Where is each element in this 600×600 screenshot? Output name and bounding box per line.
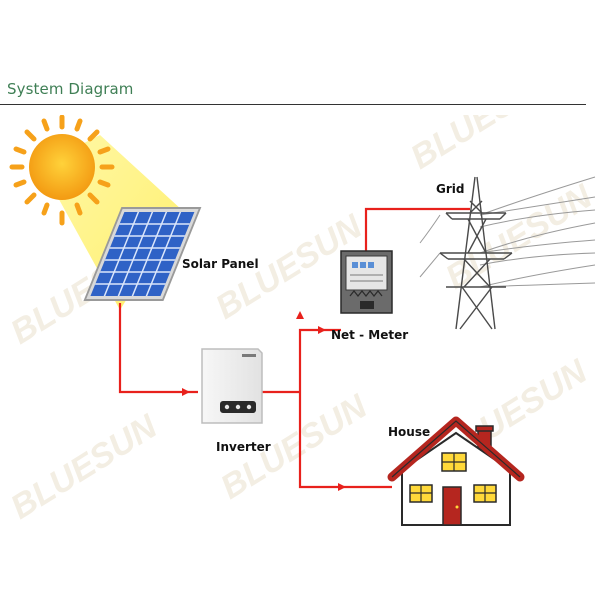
wire-meter-to-grid bbox=[364, 207, 470, 251]
house-icon bbox=[387, 416, 525, 526]
net-meter-icon bbox=[340, 250, 393, 314]
diagram-canvas: BLUESUN BLUESUN BLUESUN BLUESUN BLUESUN … bbox=[4, 115, 600, 527]
sun-icon bbox=[9, 115, 115, 226]
solar-panel-icon bbox=[83, 207, 202, 301]
net-meter-label: Net - Meter bbox=[331, 328, 408, 342]
wiring bbox=[118, 207, 470, 489]
section-header: System Diagram bbox=[0, 78, 586, 105]
page-title: System Diagram bbox=[7, 80, 134, 98]
wire-junction-to-meter bbox=[298, 328, 341, 392]
power-tower-icon bbox=[419, 176, 596, 330]
wire-panel-to-inverter bbox=[118, 303, 198, 394]
grid-label: Grid bbox=[436, 182, 464, 196]
inverter-label: Inverter bbox=[216, 440, 271, 454]
watermark-text: BLUESUN bbox=[4, 407, 165, 527]
wire-junction-to-house bbox=[298, 392, 392, 489]
watermark-text: BLUESUN bbox=[404, 115, 565, 177]
solar-panel-label: Solar Panel bbox=[182, 257, 259, 271]
house-label: House bbox=[388, 425, 430, 439]
inverter-icon bbox=[201, 348, 263, 424]
system-diagram: BLUESUN BLUESUN BLUESUN BLUESUN BLUESUN … bbox=[0, 115, 600, 535]
wire-arrows bbox=[182, 311, 346, 491]
